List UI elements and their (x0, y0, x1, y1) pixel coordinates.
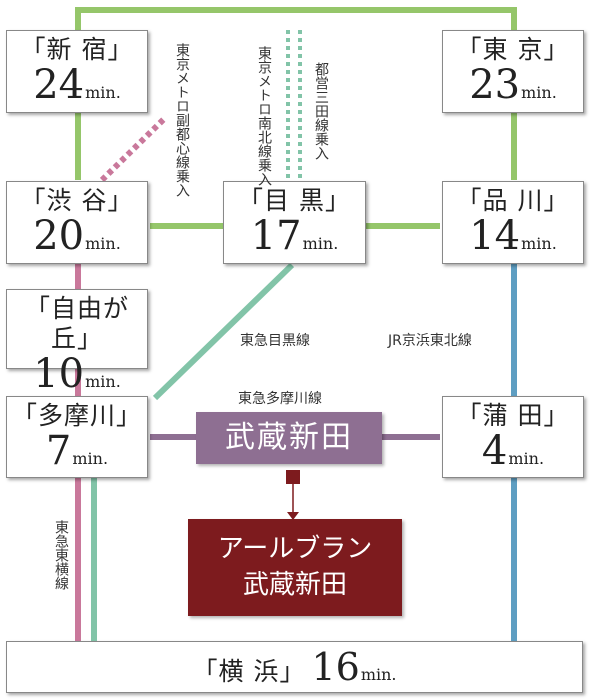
travel-minutes: 10 (33, 351, 85, 397)
travel-minutes: 4 (481, 428, 508, 474)
label-mita-line: 都営三田線乗入 (313, 62, 329, 160)
travel-minutes: 17 (250, 213, 302, 259)
station-name: 「品 川」 (456, 186, 570, 215)
station-shibuya: 「渋 谷」 20min. (6, 181, 148, 264)
minutes-unit: min. (85, 234, 121, 253)
station-name: 「渋 谷」 (20, 186, 134, 215)
station-shinagawa: 「品 川」 14min. (442, 181, 584, 264)
home-station-musashi-nitta: 武蔵新田 (196, 412, 382, 464)
travel-minutes: 7 (45, 428, 72, 474)
station-jiyugaoka: 「自由が丘」 10min. (6, 289, 148, 394)
label-fukutoshin-line: 東京メトロ副都心線乗入 (174, 43, 190, 197)
minutes-unit: min. (72, 449, 109, 468)
station-kamata: 「蒲 田」 4min. (442, 396, 584, 478)
travel-minutes: 20 (33, 213, 85, 259)
label-keihin-tohoku-line: JR京浜東北線 (388, 333, 472, 349)
minutes-unit: min. (85, 372, 121, 391)
travel-minutes: 23 (469, 62, 521, 108)
fukutoshin-dotted-line (99, 115, 168, 183)
station-name: 「蒲 田」 (456, 401, 570, 430)
minutes-unit: min. (302, 234, 339, 253)
travel-minutes: 14 (469, 213, 521, 259)
property-marker (286, 470, 300, 484)
minutes-unit: min. (521, 234, 557, 253)
callout-line-1: アールブラン (217, 534, 373, 564)
station-name: 「新 宿」 (20, 35, 134, 64)
minutes-unit: min. (85, 83, 121, 102)
minutes-unit: min. (360, 665, 397, 684)
callout-arrow (287, 512, 299, 520)
travel-minutes: 16 (311, 645, 360, 689)
station-name: 「東 京」 (456, 35, 570, 64)
minutes-unit: min. (521, 83, 557, 102)
station-name: 「横 浜」 (192, 657, 306, 686)
station-tokyo: 「東 京」 23min. (442, 30, 584, 113)
label-toyoko-line: 東急東横線 (53, 520, 69, 590)
station-name: 「自由が丘」 (24, 294, 129, 353)
travel-minutes: 24 (33, 62, 85, 108)
station-shinjuku: 「新 宿」 24min. (6, 30, 148, 113)
callout-line-2: 武蔵新田 (242, 570, 347, 600)
station-meguro: 「目 黒」 17min. (223, 181, 366, 264)
station-yokohama: 「横 浜」16min. (6, 641, 583, 693)
station-name: 「多摩川」 (11, 401, 142, 430)
property-callout: アールブラン 武蔵新田 (188, 519, 402, 616)
label-tamagawa-line: 東急多摩川線 (238, 391, 322, 407)
label-meguro-line: 東急目黒線 (240, 333, 310, 349)
label-nanboku-line: 東京メトロ南北線乗入 (256, 46, 272, 186)
station-name: 「目 黒」 (238, 186, 351, 215)
station-tamagawa: 「多摩川」 7min. (6, 396, 148, 478)
minutes-unit: min. (508, 449, 545, 468)
meguro-line (152, 262, 295, 401)
